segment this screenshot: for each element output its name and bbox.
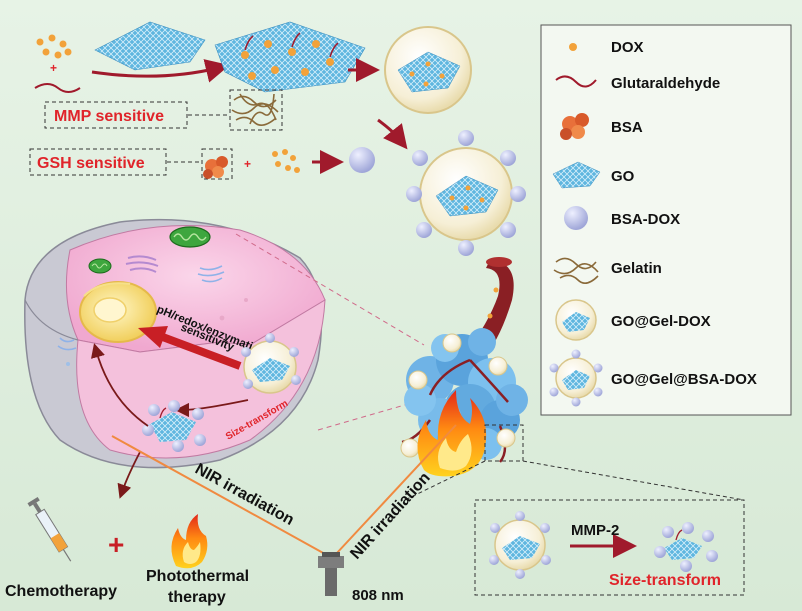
legend-label-gogel: GO@Gel-DOX bbox=[611, 313, 711, 330]
bsa-box bbox=[201, 148, 233, 180]
laser-wavelength-label: 808 nm bbox=[352, 587, 404, 604]
chemotherapy-label: Chemotherapy bbox=[5, 583, 117, 600]
arrow-1 bbox=[91, 59, 230, 83]
release-arrowhead bbox=[138, 326, 168, 348]
go-dox-sheet bbox=[214, 21, 366, 93]
cell-arrow-up bbox=[91, 343, 149, 427]
flame-icon bbox=[171, 514, 208, 569]
legend-bsadox-icon bbox=[564, 206, 588, 230]
nir-left-label: NIR irradiation bbox=[192, 461, 297, 529]
legend-gogel-icon bbox=[555, 299, 597, 341]
legend-label-go: GO bbox=[611, 168, 635, 185]
gelatin-fibers bbox=[231, 93, 279, 126]
size-transform-box bbox=[474, 499, 745, 596]
gsh-sensitive-label: GSH sensitive bbox=[37, 155, 145, 172]
zoom-connector-right bbox=[522, 460, 745, 501]
cell-arrow-down bbox=[117, 451, 141, 499]
legend-label-bsa: BSA bbox=[611, 119, 643, 136]
legend-dox-icon bbox=[569, 43, 577, 51]
release-arrow bbox=[158, 332, 242, 370]
legend-label-gelatin: Gelatin bbox=[611, 260, 662, 277]
legend-labels: DOX Glutaraldehyde BSA GO BSA-DOX Gelati… bbox=[611, 39, 757, 388]
cell-arrow-small bbox=[174, 399, 249, 418]
mmp-sensitive-box bbox=[44, 101, 188, 129]
legend-label-gogelbsa: GO@Gel@BSA-DOX bbox=[611, 371, 757, 388]
plus-sign-1: + bbox=[50, 61, 57, 75]
go-sheet-1 bbox=[94, 21, 206, 71]
nir-right-label: NIR irradiation bbox=[347, 469, 433, 562]
zoom-particle-after bbox=[654, 522, 718, 572]
bsa-dox-ball bbox=[349, 147, 375, 173]
dox-cluster-mid bbox=[272, 149, 300, 173]
cell-sheets-released bbox=[142, 400, 206, 452]
arrow-4 bbox=[377, 118, 408, 150]
legend-label-dox: DOX bbox=[611, 39, 644, 56]
cell-particle bbox=[241, 333, 301, 394]
legend-bsa-icon bbox=[560, 113, 589, 140]
photothermal-label-2: therapy bbox=[168, 589, 226, 606]
zoom-connector-left bbox=[404, 460, 486, 501]
syringe-icon bbox=[27, 496, 72, 562]
go-gel-bsa-dox-particle bbox=[406, 130, 526, 256]
legend-go-icon bbox=[552, 161, 601, 189]
gelatin-box bbox=[229, 89, 283, 131]
legend-gelatin-icon bbox=[553, 257, 599, 284]
laser-beam-left bbox=[111, 435, 326, 555]
bsa-protein-top bbox=[203, 156, 228, 179]
plus-sign-3: + bbox=[108, 529, 124, 560]
legend-glut-icon bbox=[555, 75, 597, 88]
photothermal-label-1: Photothermal bbox=[146, 568, 249, 585]
tumor-zoom-box bbox=[484, 424, 524, 462]
er-lower bbox=[57, 337, 77, 351]
legend-label-glut: Glutaraldehyde bbox=[611, 75, 720, 92]
dox-cluster-top bbox=[36, 34, 72, 59]
golgi bbox=[125, 255, 159, 273]
mitochondria-1 bbox=[169, 226, 211, 248]
mmp2-label: MMP-2 bbox=[571, 522, 619, 539]
flame-tumor bbox=[417, 390, 487, 477]
mitochondria-2 bbox=[88, 258, 112, 274]
plus-sign-2: + bbox=[244, 157, 251, 171]
gsh-sensitive-box bbox=[29, 148, 167, 176]
nucleus bbox=[79, 281, 157, 343]
legend-gogelbsa-icon bbox=[549, 349, 603, 407]
zoom-line-2 bbox=[317, 399, 423, 431]
zoom-line-1 bbox=[235, 233, 425, 346]
laser-beam-right bbox=[335, 424, 457, 555]
tumor-particles bbox=[400, 333, 516, 458]
mmp-sensitive-label: MMP sensitive bbox=[54, 108, 164, 125]
laser-device bbox=[318, 552, 344, 596]
glutaraldehyde-strand bbox=[34, 83, 81, 93]
zoom-particle-before bbox=[489, 511, 551, 579]
size-transform-box-label: Size-transform bbox=[609, 572, 721, 589]
legend-label-bsadox: BSA-DOX bbox=[611, 211, 680, 228]
go-gel-dox-particle-top bbox=[384, 26, 472, 114]
er-structure bbox=[197, 265, 225, 283]
legend-icons bbox=[549, 43, 603, 407]
